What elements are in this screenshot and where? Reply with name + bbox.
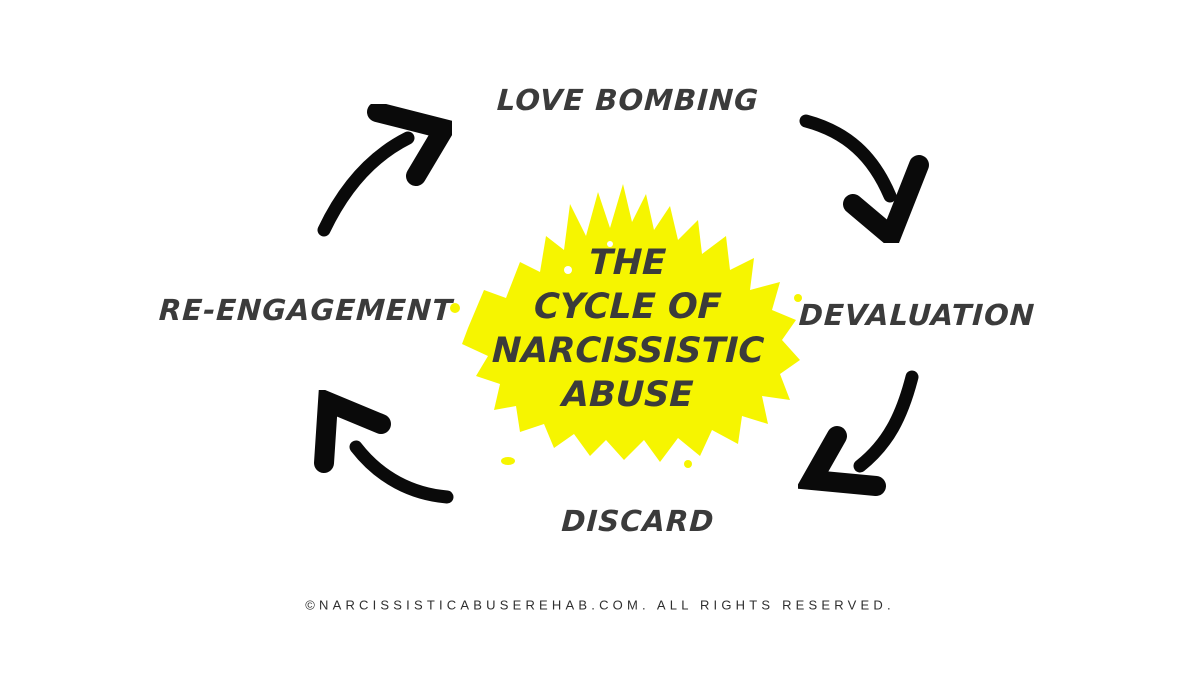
stage-label-love-bombing: LOVE BOMBING [496, 83, 760, 117]
diagram-title: THE CYCLE OF NARCISSISTIC ABUSE [448, 178, 808, 468]
curved-arrow-up-right-icon [317, 104, 452, 237]
title-line-3: NARCISSISTIC [491, 331, 765, 371]
title-line-1: THE [588, 243, 668, 283]
stage-label-devaluation: DEVALUATION [798, 298, 1036, 332]
stage-label-re-engagement: RE-ENGAGEMENT [158, 293, 454, 327]
curved-arrow-up-left-icon [314, 390, 454, 504]
paint-splatter-icon [450, 184, 802, 468]
stage-label-discard: DISCARD [560, 504, 716, 538]
curved-arrow-down-right-icon [799, 114, 929, 243]
curved-arrow-down-left-icon [798, 370, 919, 496]
center-splash: THE CYCLE OF NARCISSISTIC ABUSE [448, 178, 808, 468]
title-line-4: ABUSE [561, 375, 695, 415]
copyright-text: ©NARCISSISTICABUSEREHAB.COM. ALL RIGHTS … [305, 597, 895, 613]
title-line-2: CYCLE OF [533, 287, 723, 327]
